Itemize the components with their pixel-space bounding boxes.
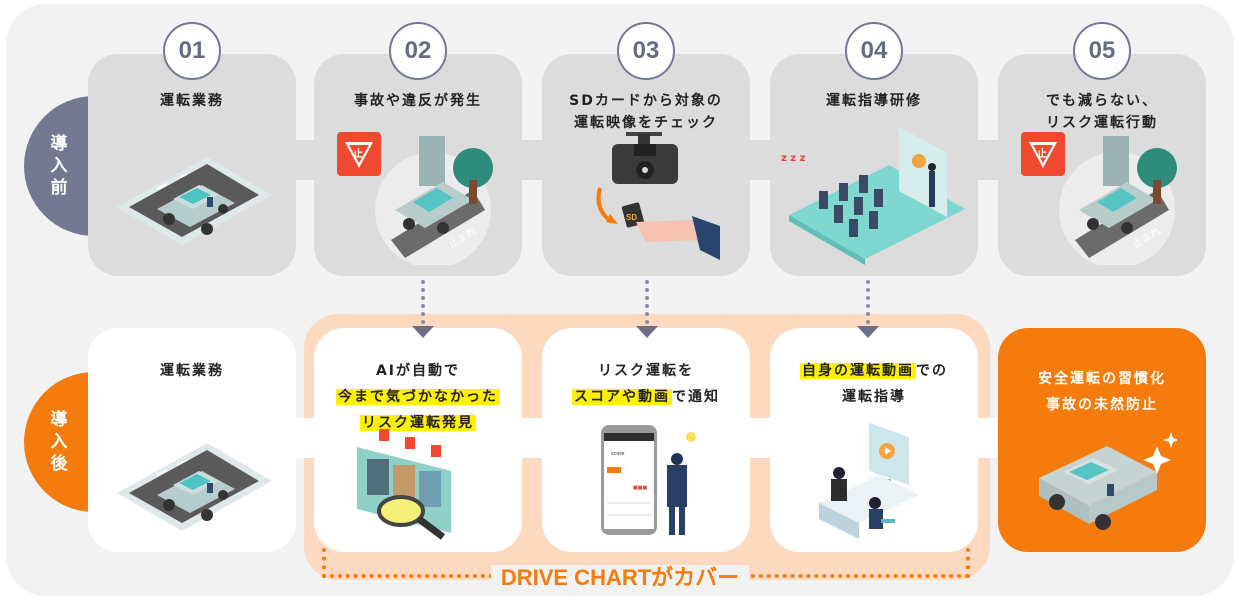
step-number-badge: 05	[1073, 22, 1131, 80]
step-title-line: 運転業務	[160, 358, 224, 384]
step-title-line: 自身の運転動画での	[800, 358, 948, 384]
before-step-card-03: SDカードから対象の運転映像をチェック SD	[542, 54, 750, 276]
stop-sign-violation-illustration: 止まれ 止	[998, 131, 1206, 265]
title-text: での	[916, 363, 948, 379]
before-step-card-01: 運転業務	[88, 54, 296, 276]
step-number-badge: 02	[389, 22, 447, 80]
svg-text:止: 止	[1037, 147, 1047, 160]
step-number-badge: 04	[845, 22, 903, 80]
before-step-card-02: 事故や違反が発生 止まれ 止	[314, 54, 522, 276]
before-step-card-05: でも減らない、リスク運転行動 止まれ 止	[998, 54, 1206, 276]
step-title-line: リスク運転を	[572, 358, 720, 384]
title-text: 安全運転の習慣化	[1038, 371, 1166, 387]
highlighted-text: 今まで気づかなかった	[336, 389, 500, 405]
svg-text:z z z: z z z	[781, 153, 806, 164]
title-text: 事故の未然防止	[1046, 397, 1158, 413]
title-text: 運転業務	[160, 363, 224, 379]
ai-magnifier-detection-illustration	[314, 424, 522, 542]
coverage-label: DRIVE CHARTがカバー	[490, 565, 750, 590]
training-seminar-illustration: z z z	[770, 127, 978, 265]
dotted-link-04	[866, 280, 870, 324]
step-title: 自身の運転動画での運転指導	[800, 358, 948, 410]
dotted-link-03	[645, 280, 649, 324]
before-tab-char: 前	[50, 178, 68, 198]
safe-car-sparkle-illustration	[998, 424, 1206, 542]
dotted-link-02	[421, 280, 425, 324]
step-title-line: スコアや動画で通知	[572, 384, 720, 410]
before-tab-char: 入	[50, 156, 68, 176]
step-title-line: 今まで気づかなかった	[336, 384, 500, 410]
step-title: 運転指導研修	[826, 90, 922, 112]
step-title-line: 運転指導	[800, 384, 948, 410]
svg-text:止: 止	[353, 147, 363, 160]
highlighted-text: 自身の運転動画	[800, 363, 916, 379]
svg-text:SD: SD	[626, 213, 637, 222]
car-on-road-illustration	[88, 132, 296, 262]
step-title: AIが自動で今まで気づかなかったリスク運転発見	[336, 358, 500, 436]
step-number-badge: 03	[617, 22, 675, 80]
title-text: 運転指導	[842, 389, 906, 405]
step-number-badge: 01	[163, 22, 221, 80]
step-title-line: SDカードから対象の	[569, 93, 723, 109]
step-title: 運転業務	[160, 90, 224, 112]
stop-sign-violation-illustration: 止まれ 止	[314, 131, 522, 265]
step-title: 事故や違反が発生	[354, 90, 482, 112]
after-step-card-1: 運転業務	[88, 328, 296, 552]
after-step-card-4: 自身の運転動画での運転指導	[770, 328, 978, 552]
after-step-card-3: リスク運転をスコアや動画で通知 score ■■■	[542, 328, 750, 552]
outcome-card: 安全運転の習慣化事故の未然防止	[998, 328, 1206, 552]
svg-text:score: score	[611, 451, 624, 457]
arrow-down-icon	[412, 326, 434, 338]
smartphone-score-notification-illustration: score ■■■	[542, 424, 750, 542]
step-title-line: リスク運転発見	[336, 410, 500, 436]
arrow-down-icon	[857, 326, 879, 338]
title-text: AIが自動で	[375, 363, 461, 379]
step-title-line: リスク運転行動	[1046, 115, 1158, 131]
step-title-line: 運転映像をチェック	[574, 115, 718, 131]
step-title: 運転業務	[160, 358, 224, 384]
after-step-card-2: AIが自動で今まで気づかなかったリスク運転発見	[314, 328, 522, 552]
step-title: 安全運転の習慣化事故の未然防止	[1038, 366, 1166, 418]
before-step-card-04: 運転指導研修 z z z	[770, 54, 978, 276]
highlighted-text: リスク運転発見	[360, 415, 476, 431]
car-on-road-illustration	[88, 424, 296, 542]
title-text: リスク運転を	[598, 363, 694, 379]
before-tab-char: 導	[50, 134, 68, 154]
step-title-line: 安全運転の習慣化	[1038, 366, 1166, 392]
after-tab-char: 導	[50, 410, 68, 430]
one-on-one-coaching-illustration	[770, 423, 978, 542]
step-title: SDカードから対象の運転映像をチェック	[569, 90, 723, 134]
step-title: リスク運転をスコアや動画で通知	[572, 358, 720, 410]
after-tab-char: 入	[50, 432, 68, 452]
step-title-line: 事故の未然防止	[1038, 392, 1166, 418]
coverage-label-wrap: DRIVE CHARTがカバー	[0, 560, 1240, 592]
step-title-line: 運転業務	[160, 93, 224, 109]
step-title-line: 事故や違反が発生	[354, 93, 482, 109]
dashcam-sd-card-illustration: SD	[542, 131, 750, 262]
step-title-line: AIが自動で	[336, 358, 500, 384]
step-title: でも減らない、リスク運転行動	[1046, 90, 1158, 134]
after-tab-char: 後	[50, 454, 68, 474]
step-title-line: 運転指導研修	[826, 93, 922, 109]
svg-text:■■■: ■■■	[633, 485, 647, 491]
step-title-line: でも減らない、	[1046, 93, 1158, 109]
arrow-down-icon	[636, 326, 658, 338]
title-text: で通知	[672, 389, 720, 405]
highlighted-text: スコアや動画	[572, 389, 672, 405]
